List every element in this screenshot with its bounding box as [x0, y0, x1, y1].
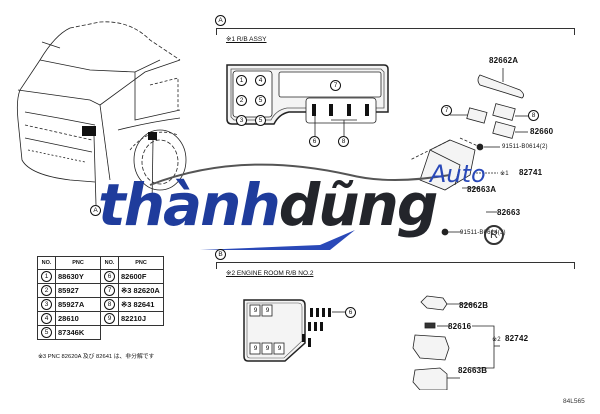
watermark-swoosh — [149, 163, 451, 250]
section-a-tick-left — [216, 28, 217, 35]
slot-9-b: 9 — [265, 307, 270, 314]
row-pnc: 87346K — [55, 325, 101, 340]
section-a-title: ※1 R/B ASSY — [226, 36, 267, 43]
pnc-82660: 82660 — [530, 127, 554, 136]
pnc-82663: 82663 — [497, 208, 521, 217]
slot-5a: 5 — [255, 95, 266, 106]
slot-9-a: 9 — [253, 307, 258, 314]
row-pnc: ※3 82641 — [118, 297, 164, 312]
row-number: 8 — [104, 299, 115, 310]
pnc-table: NO. PNC NO. PNC 1 88630Y 6 82600F 2 8592… — [37, 256, 164, 340]
slot-7: 7 — [330, 80, 341, 91]
vehicle-marker-a: A — [90, 205, 101, 216]
section-a-tick-right — [574, 28, 575, 35]
slot-5b: 5 — [255, 115, 266, 126]
pnc-82741: 82741 — [519, 168, 543, 177]
pnc-82662B: 82662B — [459, 301, 489, 310]
row-pnc: 85927A — [55, 297, 101, 312]
section-a-parts — [409, 68, 528, 236]
row-number: 1 — [41, 271, 52, 282]
figure-id: 84L565 — [563, 398, 585, 405]
row-number: 4 — [41, 313, 52, 324]
table-row: 3 85927A 8 ※3 82641 — [37, 297, 164, 312]
pnc-91511-b0614-3: 91511-B0614(3) — [460, 230, 506, 236]
footnote: ※3 PNC 82620A 及び 82641 は、非分解です — [38, 354, 155, 360]
callout-7-part: 7 — [441, 105, 452, 116]
row-pnc: 82600F — [118, 269, 164, 284]
section-b-marker: B — [215, 249, 226, 260]
watermark-logo: thànhdũng — [98, 176, 438, 234]
slot-3: 3 — [236, 115, 247, 126]
section-b-tick-right — [574, 262, 575, 269]
row-number: 6 — [104, 271, 115, 282]
slot-4: 4 — [255, 75, 266, 86]
pnc-82742: 82742 — [505, 334, 529, 343]
slot-9-d: 9 — [265, 345, 270, 352]
watermark-logo-part1: thành — [98, 171, 281, 239]
slot-9-e: 9 — [277, 345, 282, 352]
bracket-82742 — [470, 325, 500, 369]
row-pnc: 88630Y — [55, 269, 101, 284]
row-pnc: 28610 — [55, 311, 101, 326]
table-row: 4 28610 9 82210J — [37, 311, 164, 326]
row-number: 3 — [41, 299, 52, 310]
section-b-divider — [216, 262, 575, 263]
header-pnc-left: PNC — [55, 256, 101, 270]
row-number: 7 — [104, 285, 115, 296]
note-2-82742: ※2 — [492, 337, 501, 343]
vehicle-illustration — [16, 21, 187, 206]
slot-9-c: 9 — [253, 345, 258, 352]
row-number: 2 — [41, 285, 52, 296]
pnc-91511-b0614-2: 91511-B0614(2) — [502, 144, 548, 150]
section-b-title: ※2 ENGINE ROOM R/B NO.2 — [226, 270, 314, 277]
pnc-82662A: 82662A — [489, 56, 519, 65]
pnc-82663B: 82663B — [458, 366, 488, 375]
header-no-right: NO. — [100, 256, 119, 270]
row-pnc: ※3 82620A — [118, 283, 164, 298]
callout-6: 6 — [309, 136, 320, 147]
callout-8-part: 8 — [528, 110, 539, 121]
table-row: 5 87346K — [37, 325, 164, 340]
row-pnc: 85927 — [55, 283, 101, 298]
section-a-marker: A — [215, 15, 226, 26]
table-row: 1 88630Y 6 82600F — [37, 269, 164, 284]
pnc-82663A: 82663A — [467, 185, 497, 194]
section-b-tick-left — [216, 262, 217, 269]
pnc-table-header: NO. PNC NO. PNC — [37, 256, 164, 270]
header-pnc-right: PNC — [118, 256, 164, 270]
row-number: 5 — [41, 327, 52, 338]
slot-2: 2 — [236, 95, 247, 106]
callout-6-b: 6 — [345, 307, 356, 318]
callout-8: 8 — [338, 136, 349, 147]
pnc-82616: 82616 — [448, 322, 472, 331]
relay-block-b — [243, 299, 345, 362]
section-a-divider — [216, 28, 575, 29]
slot-1: 1 — [236, 75, 247, 86]
row-number: 9 — [104, 313, 115, 324]
header-no-left: NO. — [37, 256, 56, 270]
section-b-parts — [412, 295, 475, 390]
relay-block-a-location — [82, 126, 96, 136]
watermark-auto: Auto — [430, 160, 486, 188]
relay-block-a — [226, 64, 389, 136]
note-1-82741: ※1 — [500, 171, 509, 177]
row-pnc: 82210J — [118, 311, 164, 326]
relay-block-b-location — [148, 132, 157, 140]
watermark-registered-icon: R — [484, 225, 504, 245]
table-row: 2 85927 7 ※3 82620A — [37, 283, 164, 298]
watermark-logo-part2: dũng — [278, 171, 439, 239]
